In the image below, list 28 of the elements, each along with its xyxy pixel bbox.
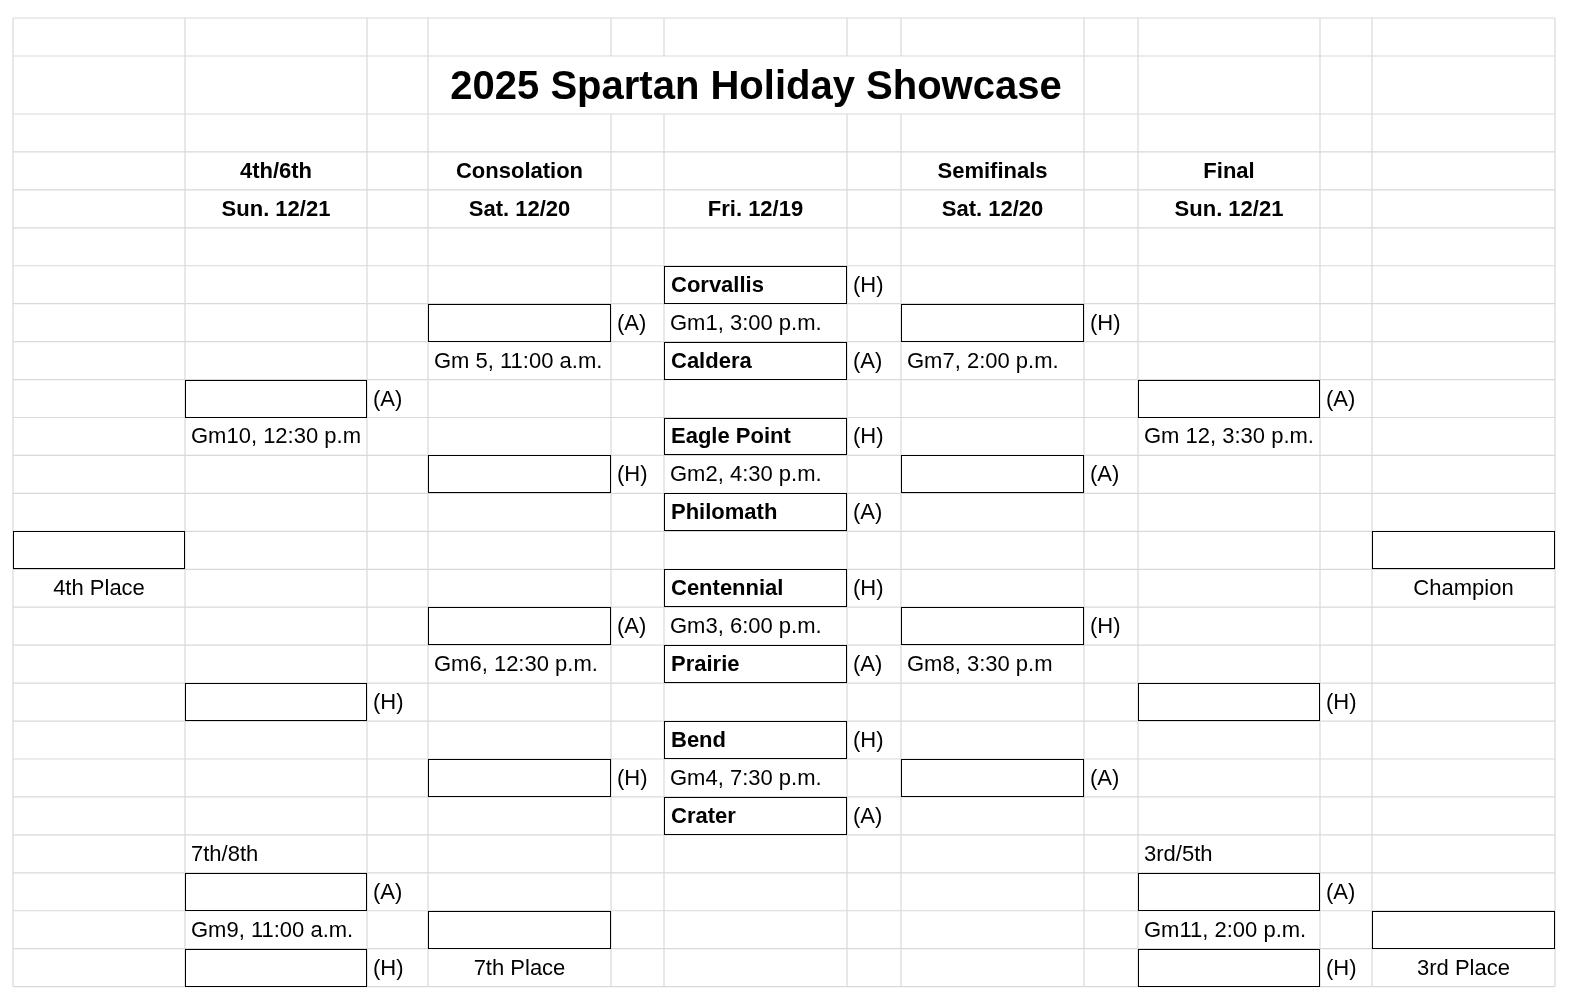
bracket-slot [1138,872,1320,911]
bracket-slot [428,455,611,494]
bracket-slot [1138,948,1320,987]
team-slot: Eagle Point [664,417,847,456]
bracket-slot [185,872,367,911]
bracket-slot [428,910,611,949]
bracket-slot [428,303,611,342]
bracket-slot [901,303,1084,342]
bracket-slot [1138,683,1320,722]
bracket-slot [1372,910,1555,949]
team-slot: Crater [664,796,847,835]
bracket-slot [901,607,1084,646]
bracket-slot [428,758,611,797]
bracket-slot [901,758,1084,797]
team-slot: Caldera [664,341,847,380]
team-slot: Corvallis [664,265,847,304]
bracket-slot [185,683,367,722]
team-slot: Bend [664,721,847,759]
bracket-slot [13,531,185,570]
team-slot: Philomath [664,493,847,532]
team-slot: Prairie [664,645,847,684]
bracket-slot [901,455,1084,494]
bracket-slot [1372,531,1555,570]
team-slot: Centennial [664,569,847,608]
bracket-slot [1138,379,1320,418]
bracket-slot [185,948,367,987]
bracket-slot [428,607,611,646]
bracket-slot [185,379,367,418]
